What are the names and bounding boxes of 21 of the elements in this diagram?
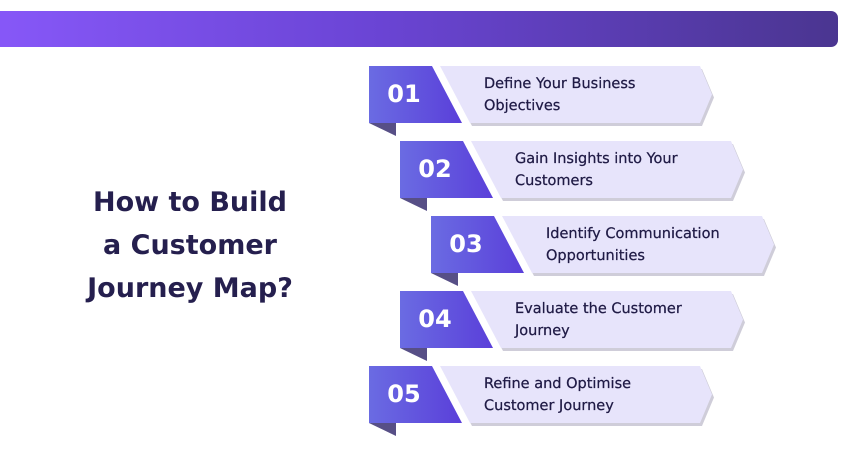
step-label: Define Your Business Objectives xyxy=(484,75,636,116)
step-number: 05 xyxy=(386,379,422,410)
number-tab xyxy=(400,141,494,211)
step-number: 03 xyxy=(448,229,484,260)
step-banner xyxy=(440,366,714,426)
step-banner xyxy=(471,141,745,201)
step-label: Refine and Optimise Customer Journey xyxy=(484,375,632,416)
step-banner xyxy=(502,216,776,276)
step-banner xyxy=(440,66,714,126)
step-label: Evaluate the Customer Journey xyxy=(515,300,683,341)
step-label: Identify Communication Opportunities xyxy=(546,225,721,266)
number-tab xyxy=(369,66,463,136)
step-banner xyxy=(471,291,745,351)
number-tab xyxy=(400,291,494,361)
step-label: Gain Insights into Your Customers xyxy=(515,150,679,191)
number-tab xyxy=(431,216,525,286)
number-tab xyxy=(369,366,463,436)
step-number: 01 xyxy=(386,79,422,110)
diagram-title: How to Build a Customer Journey Map? xyxy=(84,186,294,306)
step-number: 04 xyxy=(417,304,453,335)
step-number: 02 xyxy=(417,154,453,185)
